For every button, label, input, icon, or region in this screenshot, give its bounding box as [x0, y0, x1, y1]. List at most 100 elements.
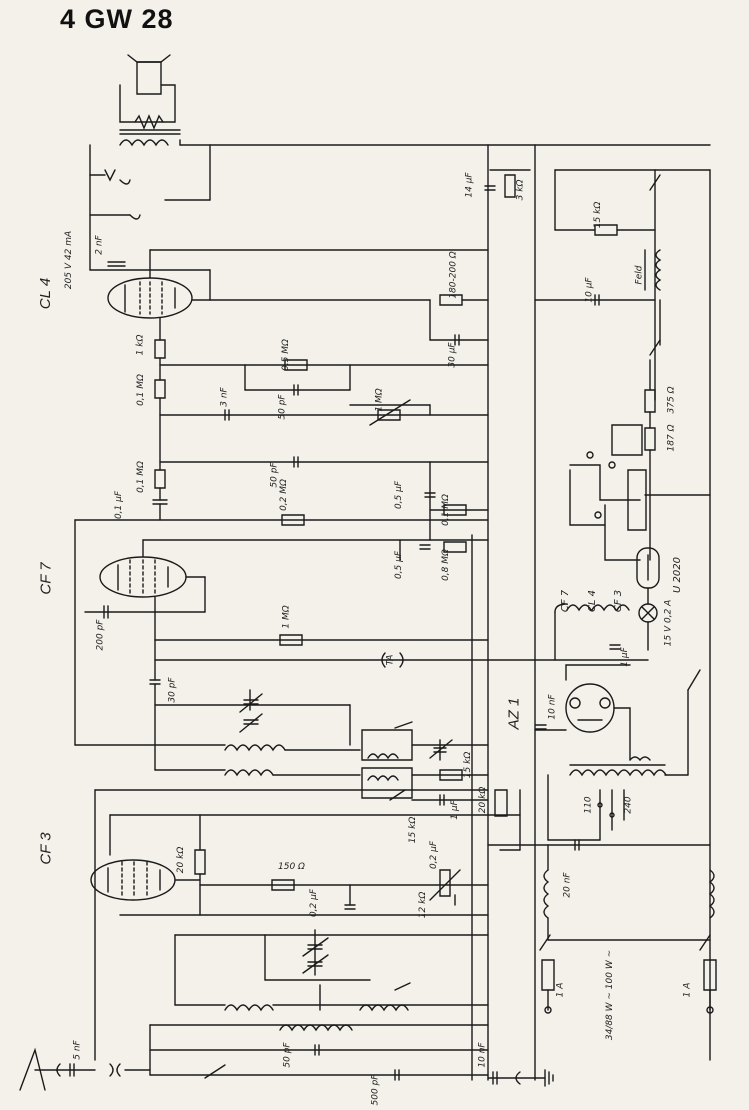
wire-segment [628, 470, 646, 530]
label: 1 A [555, 982, 566, 998]
label: 187 Ω [666, 424, 677, 452]
wire-segment [545, 1007, 551, 1013]
wire-segment [707, 1007, 713, 1013]
wire-segment [700, 935, 710, 950]
wire-segment [390, 790, 405, 800]
wire-segment [595, 512, 601, 518]
wire-segment [105, 170, 115, 180]
label: Feld [634, 265, 645, 285]
wire-segment [400, 653, 403, 667]
wire-segment [120, 140, 168, 145]
label: CF 3 [613, 589, 625, 613]
label: 0,5 µF [394, 480, 405, 510]
wire-segment [570, 470, 605, 525]
label: 15 kΩ [408, 816, 419, 844]
label: 1 µF [619, 647, 630, 667]
label: 1 MΩ [281, 605, 292, 629]
wire-segment [630, 757, 650, 760]
wire-segment [282, 515, 304, 525]
label: 20 kΩ [176, 846, 187, 874]
label: 10 nF [547, 694, 558, 720]
diagram-title: 4 GW 28 [60, 4, 174, 34]
wire-segment [645, 428, 655, 450]
wire-segment [516, 1072, 520, 1084]
label: 50 pF [277, 394, 288, 420]
wire-segment [430, 740, 452, 758]
label: 205 V 42 mA [64, 230, 75, 290]
label: 30 µF [447, 342, 458, 368]
wire-segment [120, 180, 130, 184]
wire-segment [117, 1064, 120, 1076]
wire-segment [378, 410, 400, 420]
label: 0,5 µF [394, 550, 405, 580]
label: 0,1 MΩ [440, 494, 451, 526]
wire-segment [128, 55, 170, 62]
wire-segment [368, 754, 398, 758]
label: 14 µF [464, 172, 475, 198]
wire-segment [505, 175, 515, 197]
wire-segment [137, 62, 161, 94]
wire-segment [614, 708, 630, 760]
label: 110 [583, 796, 594, 814]
wire-segment [370, 400, 410, 425]
label: 0,5 MΩ [280, 339, 291, 371]
tube-label-cf3: CF 3 [37, 832, 55, 865]
wire-segment [610, 813, 614, 817]
label: 0,8 MΩ [440, 549, 451, 581]
wire-segment [570, 770, 666, 775]
wire-segment [495, 790, 507, 816]
wire-segment [155, 340, 165, 358]
wire-segment [570, 465, 640, 500]
tube-label-cf7: CF 7 [37, 562, 55, 595]
label: 0,2 µF [309, 888, 320, 918]
wire-segment [280, 1025, 352, 1030]
wire-segment [656, 250, 660, 290]
label: 20 nF [562, 872, 573, 898]
wire-segment [642, 607, 654, 619]
label: 375 Ω [666, 386, 677, 414]
label: 5 nF [72, 1040, 83, 1060]
wire-segment [120, 85, 175, 122]
wire-segment [570, 698, 580, 708]
wire-segment [598, 803, 602, 807]
label: 500 pF [370, 1074, 381, 1106]
wire-segment [280, 635, 302, 645]
label: 200 pF [95, 619, 106, 651]
wire-segment [360, 1005, 408, 1010]
tube-label-az1: AZ 1 [505, 697, 523, 730]
wire-segment [430, 870, 460, 900]
label: 10 µF [584, 277, 595, 303]
wire-segment [555, 604, 567, 612]
wire-segment [225, 745, 285, 750]
wire-segment [195, 850, 205, 874]
label: 0,1 µF [114, 490, 125, 520]
label: 3 nF [219, 387, 230, 407]
cl4-tube [108, 278, 192, 318]
wire-segment [592, 605, 616, 610]
wire-segment [205, 1065, 225, 1078]
label: 15 kΩ [463, 751, 474, 779]
wire-segment [130, 215, 140, 219]
label: 1 A [682, 982, 693, 998]
label: 30 pF [167, 677, 178, 703]
wire-segment [444, 542, 466, 552]
wire-segment [710, 870, 714, 918]
wire-segment [155, 470, 165, 488]
label: 3 kΩ [515, 179, 526, 201]
wire-segment [605, 505, 640, 560]
label: 2 nF [94, 235, 105, 255]
wire-segment [688, 670, 700, 690]
wire-segment [303, 955, 328, 973]
label: 34/88 W ~ 100 W ~ [605, 949, 616, 1041]
label: 240 [623, 796, 634, 814]
label: 0,1 MΩ [135, 461, 146, 493]
label: 10 nF [477, 1042, 488, 1068]
wire-segment [382, 653, 385, 667]
wire-segment [110, 1064, 113, 1076]
label: 180-200 Ω [448, 251, 459, 299]
label: CL 4 [587, 589, 599, 613]
wire-segment [612, 425, 642, 455]
speaker-icon [120, 55, 180, 145]
